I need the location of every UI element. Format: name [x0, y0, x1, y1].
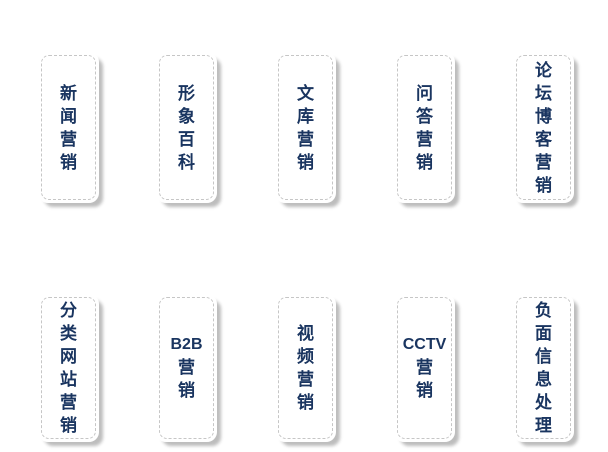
card-dashed-border: 分类网站营销: [41, 297, 96, 439]
card-qa-marketing[interactable]: 问答营销: [394, 52, 455, 203]
card-label-line: CCTV: [402, 336, 447, 353]
card-label-line: 处: [535, 393, 552, 412]
card-label-line: 销: [60, 416, 77, 435]
card-dashed-border: 问答营销: [397, 55, 452, 200]
card-label-line: 视: [297, 324, 314, 343]
card-label-line: 网: [60, 347, 77, 366]
card-label-line: 信: [535, 347, 552, 366]
card-label-line: 销: [178, 381, 195, 400]
card-label-line: 营: [297, 129, 314, 149]
card-dashed-border: 论坛博客营销: [516, 55, 571, 200]
card-label-line: 类: [60, 324, 77, 343]
card-negative-info-handling[interactable]: 负面信息处理: [513, 294, 574, 442]
card-label-line: 负: [535, 301, 552, 320]
card-label-line: 销: [297, 152, 314, 172]
card-label-line: 科: [178, 152, 195, 172]
card-classified-site-marketing[interactable]: 分类网站营销: [38, 294, 99, 442]
card-label-line: 博: [535, 106, 552, 126]
card-label-line: 文: [297, 83, 314, 103]
card-b2b-marketing[interactable]: B2B 营销: [156, 294, 217, 442]
card-label-line: 坛: [535, 83, 552, 103]
card-label-line: 销: [416, 381, 433, 400]
card-news-marketing[interactable]: 新闻营销: [38, 52, 99, 203]
card-dashed-border: 形象百科: [159, 55, 214, 200]
card-dashed-border: 负面信息处理: [516, 297, 571, 439]
card-dashed-border: 文库营销: [278, 55, 333, 200]
card-label-line: 销: [416, 152, 433, 172]
card-label-line: 百: [178, 129, 195, 149]
card-image-baike[interactable]: 形象百科: [156, 52, 217, 203]
card-dashed-border: CCTV 营销: [397, 297, 452, 439]
card-label-line: 销: [60, 152, 77, 172]
card-label-line: 答: [416, 106, 433, 126]
card-label-line: 形: [178, 83, 195, 103]
card-label-line: 营: [416, 358, 433, 377]
card-dashed-border: B2B 营销: [159, 297, 214, 439]
card-label-line: 论: [535, 60, 552, 80]
card-label-line: 闻: [60, 106, 77, 126]
card-video-marketing[interactable]: 视频营销: [275, 294, 336, 442]
card-wenku-marketing[interactable]: 文库营销: [275, 52, 336, 203]
card-label-line: 面: [535, 324, 552, 343]
card-label-line: 销: [297, 393, 314, 412]
card-label-line: 销: [535, 175, 552, 195]
card-label-line: 频: [297, 347, 314, 366]
card-label-line: 营: [178, 358, 195, 377]
card-label-line: 库: [297, 106, 314, 126]
card-label-line: 站: [60, 370, 77, 389]
card-label-line: 营: [535, 152, 552, 172]
card-label-line: 营: [60, 393, 77, 412]
card-label-line: 理: [535, 416, 552, 435]
card-label-line: 新: [60, 83, 77, 103]
card-label-line: 客: [535, 129, 552, 149]
card-dashed-border: 视频营销: [278, 297, 333, 439]
card-label-line: 象: [178, 106, 195, 126]
card-label-line: 营: [60, 129, 77, 149]
card-label-line: 问: [416, 83, 433, 103]
card-label-line: 分: [60, 301, 77, 320]
card-label-line: B2B: [170, 336, 203, 353]
card-dashed-border: 新闻营销: [41, 55, 96, 200]
card-cctv-marketing[interactable]: CCTV 营销: [394, 294, 455, 442]
card-label-line: 营: [297, 370, 314, 389]
card-forum-blog-marketing[interactable]: 论坛博客营销: [513, 52, 574, 203]
card-label-line: 息: [535, 370, 552, 389]
card-label-line: 营: [416, 129, 433, 149]
